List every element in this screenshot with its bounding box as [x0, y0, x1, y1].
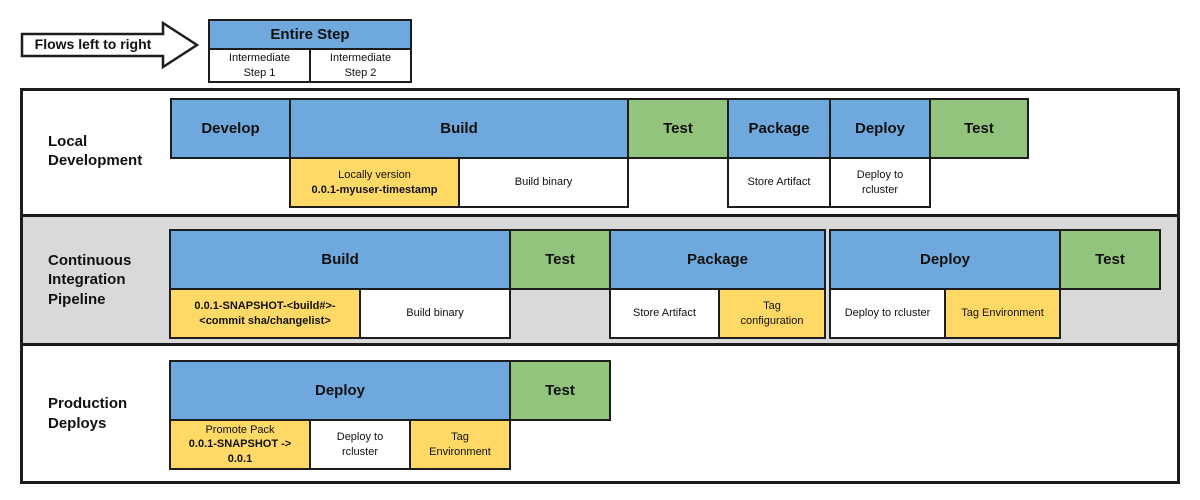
- substep-text: Deploy to rcluster: [336, 431, 384, 458]
- step-package-local: Package: [727, 98, 831, 159]
- substep-text: Promote Pack: [205, 424, 275, 437]
- substep-promote-pack-prod: Promote Pack 0.0.1-SNAPSHOT -> 0.0.1: [169, 419, 311, 470]
- legend-intermediate-step-2: Intermediate Step 2: [309, 50, 410, 81]
- substep-deploy-rcluster-prod: Deploy to rcluster: [309, 419, 411, 470]
- substep-text: Store Artifact: [747, 176, 811, 189]
- substep-version-bold: 0.0.1-SNAPSHOT -> 0.0.1: [188, 438, 292, 465]
- substep-tag-environment-ci: Tag Environment: [944, 288, 1061, 339]
- substep-text: Deploy to rcluster: [844, 307, 931, 320]
- step-develop-local: Develop: [170, 98, 291, 159]
- substep-snapshot-version-ci: 0.0.1-SNAPSHOT-<build#>- <commit sha/cha…: [169, 288, 361, 339]
- step-test2-local: Test: [929, 98, 1029, 159]
- step-test2-ci: Test: [1059, 229, 1161, 290]
- step-test1-ci: Test: [509, 229, 611, 290]
- substep-store-artifact-local: Store Artifact: [727, 157, 831, 208]
- legend-key: Entire Step Intermediate Step 1 Intermed…: [208, 19, 412, 83]
- substep-deploy-rcluster-ci: Deploy to rcluster: [829, 288, 946, 339]
- lane-label-production-deploys: Production Deploys: [48, 395, 128, 432]
- substep-build-binary-local: Build binary: [458, 157, 629, 208]
- legend-intermediate-step-1: Intermediate Step 1: [210, 50, 309, 81]
- substep-version-bold: 0.0.1-myuser-timestamp: [311, 183, 438, 196]
- legend-entire-step: Entire Step: [210, 21, 410, 50]
- substep-tag-environment-prod: Tag Environment: [409, 419, 511, 470]
- substep-text: Tag Environment: [961, 307, 1044, 320]
- substep-text: Build binary: [406, 307, 464, 320]
- substep-build-binary-ci: Build binary: [359, 288, 511, 339]
- substep-text: Build binary: [514, 176, 573, 189]
- step-test1-local: Test: [627, 98, 729, 159]
- substep-version-bold: 0.0.1-SNAPSHOT-<build#>- <commit sha/cha…: [194, 300, 336, 327]
- substep-text: Deploy to rcluster: [856, 169, 904, 196]
- step-deploy-ci: Deploy: [829, 229, 1061, 290]
- substep-text: Locally version: [338, 169, 411, 182]
- substep-deploy-rcluster-local: Deploy to rcluster: [829, 157, 931, 208]
- substep-text: Store Artifact: [633, 307, 696, 320]
- step-build-ci: Build: [169, 229, 511, 290]
- step-deploy-local: Deploy: [829, 98, 931, 159]
- substep-store-artifact-ci: Store Artifact: [609, 288, 720, 339]
- flow-direction-label: Flows left to right: [34, 36, 152, 52]
- substep-tag-configuration-ci: Tag configuration: [718, 288, 826, 339]
- lane-label-continuous-integration: Continuous Integration Pipeline: [48, 252, 132, 308]
- step-package-ci: Package: [609, 229, 826, 290]
- substep-local-version: Locally version 0.0.1-myuser-timestamp: [289, 157, 460, 208]
- substep-text: Tag Environment: [429, 431, 491, 458]
- step-deploy-prod: Deploy: [169, 360, 511, 421]
- flow-arrow-icon: [20, 20, 200, 70]
- legend-intermediate-row: Intermediate Step 1 Intermediate Step 2: [210, 50, 410, 81]
- substep-text: Tag configuration: [740, 300, 804, 327]
- step-test-prod: Test: [509, 360, 611, 421]
- lane-label-local-development: Local Development: [48, 132, 143, 169]
- step-build-local: Build: [289, 98, 629, 159]
